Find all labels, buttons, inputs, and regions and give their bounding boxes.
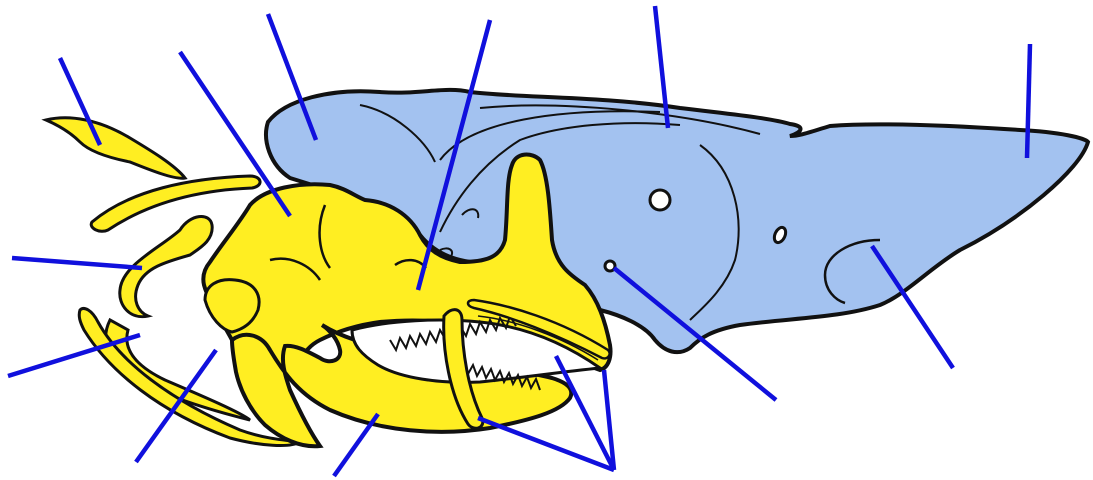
pointer-line <box>1027 44 1030 158</box>
foramen <box>650 190 670 210</box>
